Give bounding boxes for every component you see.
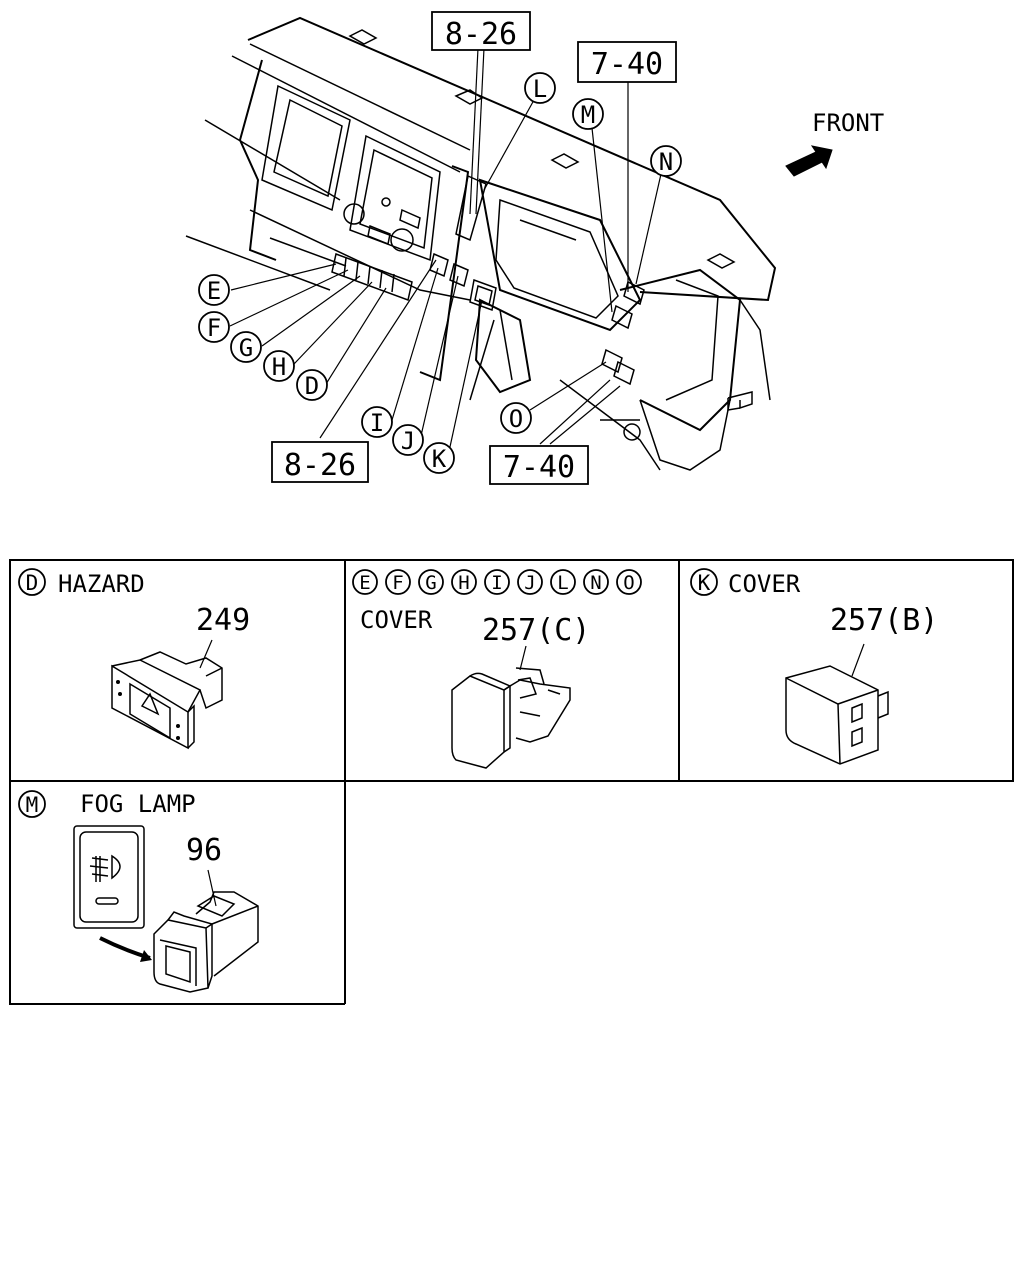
svg-text:D: D [305, 372, 319, 400]
fog-lamp-face-illustration [73, 825, 145, 929]
ref-box-7-40-top: 7-40 [577, 41, 677, 83]
panel-cover-b: K COVER 257(B) [690, 568, 938, 765]
front-arrow-icon [785, 145, 833, 177]
ref-box-label: 7-40 [591, 47, 663, 82]
callout-I: I [361, 406, 393, 438]
ref-box-label: 8-26 [284, 448, 356, 483]
svg-text:N: N [590, 572, 601, 594]
svg-text:L: L [533, 75, 547, 103]
panel-cover-c: E F G H I J L N O COVER 257(C) [352, 569, 642, 769]
panel-title: FOG LAMP [80, 790, 196, 818]
leader-lines [229, 47, 662, 457]
fog-lamp-icon [111, 854, 121, 880]
svg-text:G: G [239, 334, 253, 362]
panel-title: COVER [360, 606, 433, 634]
panel-title: COVER [728, 570, 801, 598]
svg-text:L: L [557, 572, 568, 594]
callout-O: O [500, 402, 532, 434]
callout-K: K [423, 442, 455, 474]
svg-text:J: J [524, 572, 535, 594]
svg-text:H: H [272, 353, 286, 381]
callout-F: F [198, 311, 230, 343]
part-number: 257(C) [482, 613, 590, 648]
svg-text:J: J [401, 427, 415, 455]
svg-text:I: I [491, 572, 502, 594]
svg-text:H: H [458, 572, 469, 594]
front-indicator: FRONT [785, 109, 884, 177]
panel-hazard: D HAZARD 249 [18, 568, 250, 750]
cover-b-illustration [785, 665, 889, 765]
hazard-switch-illustration [111, 651, 223, 750]
callout-H: H [263, 350, 295, 382]
letter-row: E F G H I J L N O [352, 569, 642, 595]
fog-lamp-switch-illustration [153, 891, 259, 993]
ref-box-8-26-bottom: 8-26 [271, 441, 369, 483]
svg-text:N: N [659, 148, 673, 176]
callout-N: N [650, 145, 682, 177]
panel-fog-lamp: M FOG LAMP 96 [18, 790, 259, 993]
dashboard-illustration [185, 16, 777, 471]
panel-letter: M [26, 793, 39, 817]
front-label: FRONT [812, 109, 884, 137]
callout-E: E [198, 274, 230, 306]
part-number: 249 [196, 603, 250, 638]
ref-box-label: 8-26 [445, 17, 517, 52]
svg-text:M: M [581, 101, 595, 129]
callout-J: J [392, 424, 424, 456]
callout-M: M [572, 98, 604, 130]
panel-title: HAZARD [58, 570, 145, 598]
detail-panels-grid [9, 559, 1014, 1005]
svg-text:O: O [623, 572, 634, 594]
svg-text:F: F [207, 314, 221, 342]
svg-text:E: E [207, 277, 221, 305]
ref-box-8-26-top: 8-26 [431, 11, 531, 52]
callout-D: D [296, 369, 328, 401]
part-number: 257(B) [830, 603, 938, 638]
hazard-triangle-icon [140, 692, 160, 716]
callout-G: G [230, 331, 262, 363]
cover-c-illustration [451, 667, 571, 769]
ref-box-7-40-bottom: 7-40 [489, 445, 589, 485]
panel-letter: D [26, 571, 39, 595]
svg-text:F: F [392, 572, 403, 594]
svg-text:G: G [425, 572, 436, 594]
panel-letter: K [698, 571, 711, 595]
callout-L: L [524, 72, 556, 104]
ref-box-label: 7-40 [503, 450, 575, 485]
svg-text:I: I [370, 409, 384, 437]
svg-text:E: E [359, 572, 370, 594]
svg-text:O: O [509, 405, 523, 433]
part-number: 96 [186, 833, 222, 868]
svg-text:K: K [432, 445, 447, 473]
